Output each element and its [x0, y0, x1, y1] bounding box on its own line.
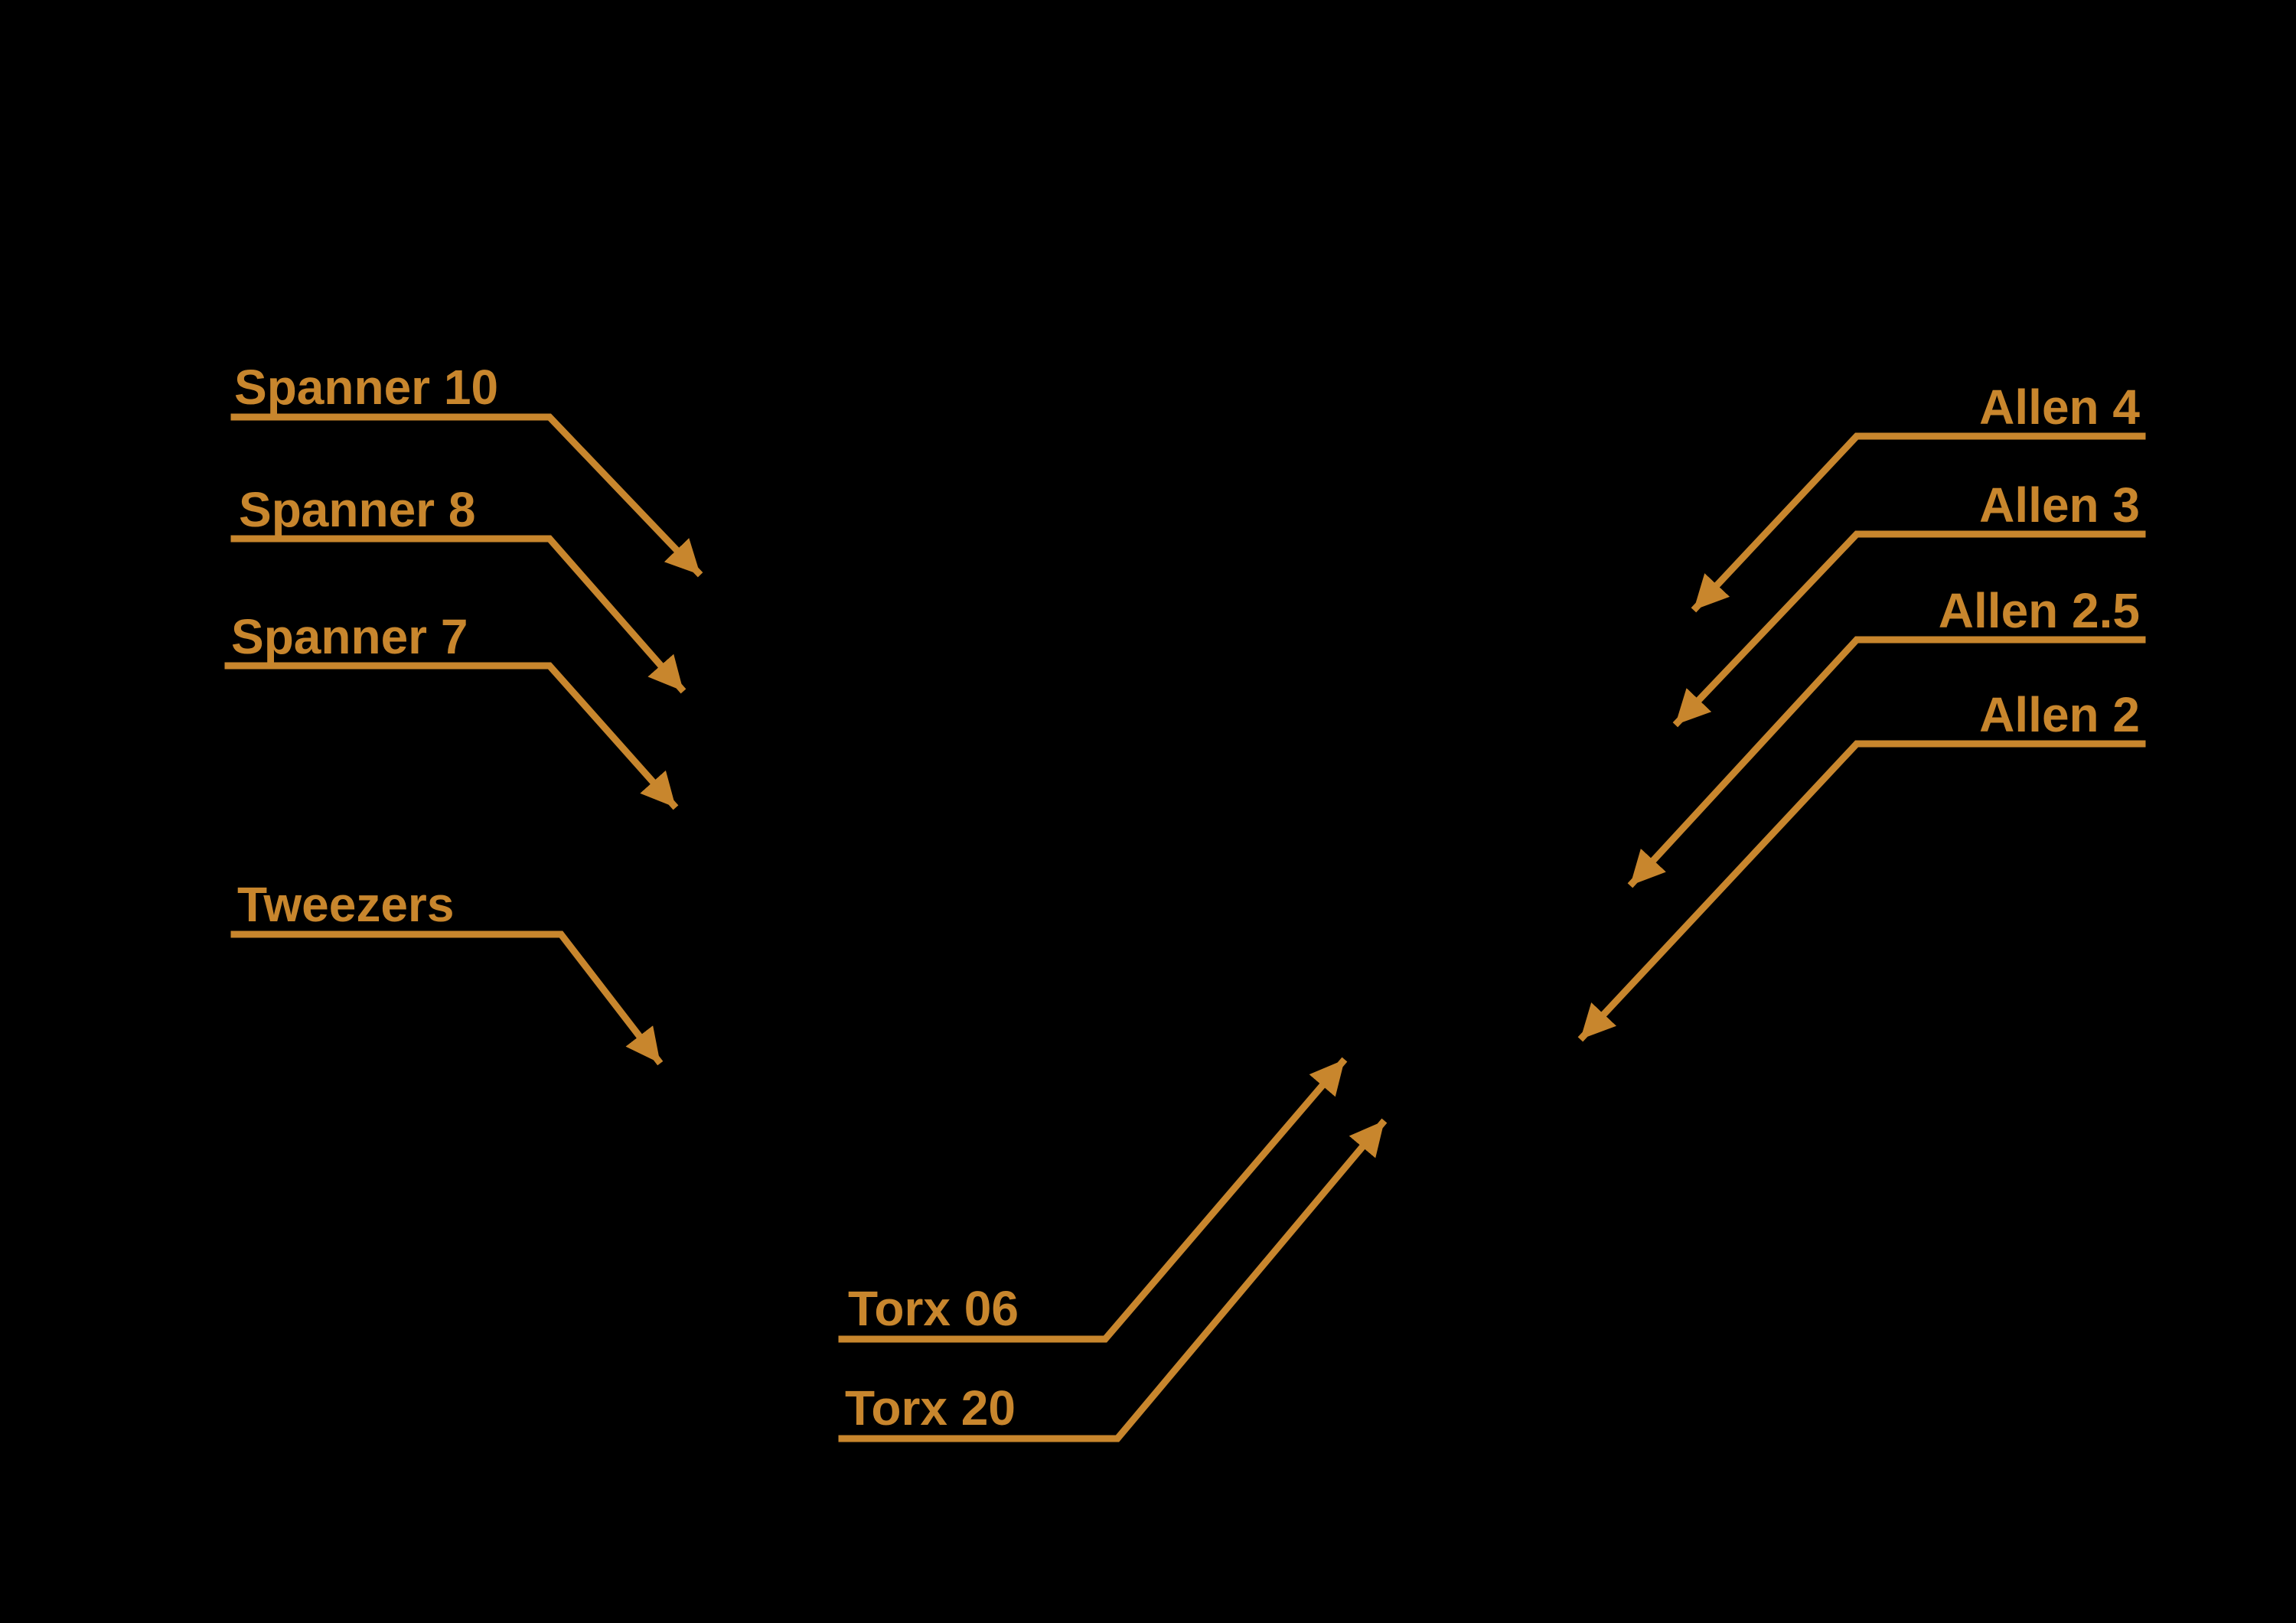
callout-allen-4: Allen 4: [1691, 380, 2146, 613]
callout-label-allen-3: Allen 3: [1979, 477, 2140, 533]
callout-label-tweezers: Tweezers: [237, 877, 454, 932]
callout-spanner-8: Spanner 8: [230, 482, 687, 694]
torx-06-leader-line: [838, 1057, 1348, 1343]
allen-2-5-leader-line: [1627, 636, 2146, 888]
allen-4-leader-line: [1691, 432, 2146, 613]
callout-allen-2-5: Allen 2.5: [1627, 583, 2146, 888]
allen-3-leader-line: [1672, 530, 2146, 728]
callout-label-spanner-10: Spanner 10: [234, 360, 498, 415]
tweezers-leader-line: [230, 930, 664, 1066]
callout-allen-3: Allen 3: [1672, 477, 2146, 728]
torx-20-leader-line: [838, 1118, 1388, 1442]
callout-label-torx-20: Torx 20: [845, 1380, 1016, 1436]
callout-label-spanner-7: Spanner 7: [231, 609, 468, 664]
spanner-7-leader-line: [224, 662, 679, 810]
allen-2-leader-line: [1577, 740, 2146, 1042]
spanner-10-leader-line: [230, 413, 703, 578]
callout-torx-20: Torx 20: [838, 1118, 1388, 1442]
callout-tweezers: Tweezers: [230, 877, 664, 1066]
callout-allen-2: Allen 2: [1577, 687, 2146, 1042]
callout-label-torx-06: Torx 06: [848, 1281, 1019, 1336]
callout-torx-06: Torx 06: [838, 1057, 1348, 1343]
callout-label-allen-2: Allen 2: [1979, 687, 2140, 742]
callout-label-allen-2-5: Allen 2.5: [1939, 583, 2140, 638]
callout-spanner-10: Spanner 10: [230, 360, 703, 578]
callout-label-spanner-8: Spanner 8: [239, 482, 475, 537]
callout-label-allen-4: Allen 4: [1979, 380, 2140, 435]
callout-spanner-7: Spanner 7: [224, 609, 679, 810]
spanner-8-leader-line: [230, 535, 687, 694]
